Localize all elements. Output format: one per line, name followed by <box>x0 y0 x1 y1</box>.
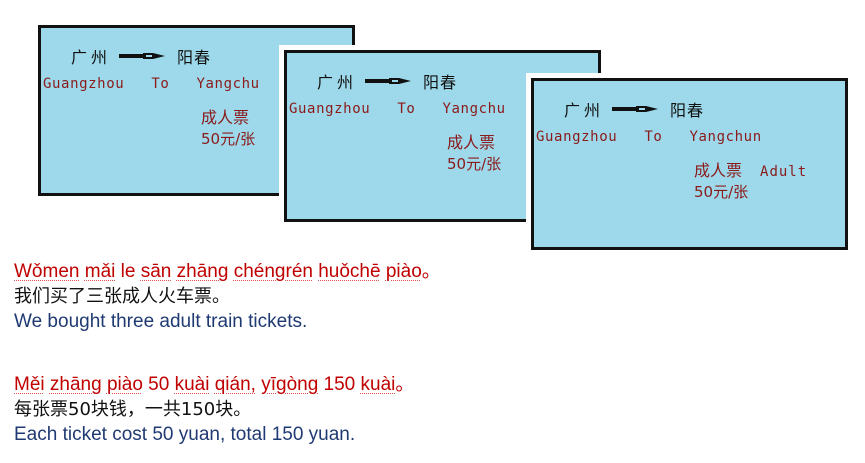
arrow-right-icon <box>365 78 412 84</box>
origin-cn: 广州 <box>317 73 358 92</box>
route-cn: 广州 阳春 <box>317 69 457 93</box>
origin-cn: 广州 <box>71 48 112 67</box>
destination-cn: 阳春 <box>423 73 458 92</box>
route-en: Guangzhou To Yangchun <box>536 129 762 145</box>
sentence-1: Wǒmen mǎi le sān zhāng chéngrén huǒchē p… <box>14 259 441 334</box>
pinyin-word: piào <box>385 261 422 282</box>
pinyin-period: 。 <box>421 261 441 282</box>
pinyin-line: Měi zhāng piào 50 kuài qián, yīgòng 150 … <box>14 372 414 397</box>
pinyin-word: huǒchē <box>318 261 381 282</box>
origin-cn: 广州 <box>564 101 605 120</box>
destination-cn: 阳春 <box>177 48 212 67</box>
ticket-type-en: Adult <box>760 164 808 180</box>
ticket-price: 50元/张 <box>447 155 502 173</box>
ticket-type-cn: 成人票 <box>694 161 743 180</box>
ticket-type: 成人票 Adult <box>694 157 807 181</box>
hanzi-line: 每张票50块钱，一共150块。 <box>14 399 252 420</box>
pinyin-word: zhāng <box>49 374 102 395</box>
pinyin-word: 50 <box>148 374 170 395</box>
destination-cn: 阳春 <box>670 101 705 120</box>
ticket-card-3: 广州 阳春 Guangzhou To Yangchun 成人票 Adult 50元… <box>526 73 853 255</box>
ticket-type-cn: 成人票 <box>201 108 250 127</box>
pinyin-word: yīgòng <box>261 374 319 395</box>
ticket-type-cn: 成人票 <box>447 133 496 152</box>
english-line: We bought three adult train tickets. <box>14 311 308 332</box>
pinyin-word: kuài <box>360 374 396 395</box>
pinyin-word: piào <box>106 374 143 395</box>
pinyin-line: Wǒmen mǎi le sān zhāng chéngrén huǒchē p… <box>14 259 441 284</box>
sentence-2: Měi zhāng piào 50 kuài qián, yīgòng 150 … <box>14 372 414 447</box>
pinyin-period: 。 <box>395 374 415 395</box>
pinyin-word: Měi <box>14 374 45 395</box>
english-line: Each ticket cost 50 yuan, total 150 yuan… <box>14 424 356 445</box>
pinyin-word: qián, <box>214 374 256 395</box>
route-cn: 广州 阳春 <box>71 44 211 68</box>
arrow-right-icon <box>119 53 166 59</box>
pinyin-word: chéngrén <box>233 261 313 282</box>
pinyin-word: Wǒmen <box>14 261 80 282</box>
arrow-right-icon <box>612 106 659 112</box>
route-en: Guangzhou To Yangchu <box>289 101 506 117</box>
hanzi-line: 我们买了三张成人火车票。 <box>14 286 230 307</box>
route-en: Guangzhou To Yangchu <box>43 76 260 92</box>
pinyin-word: sān <box>140 261 172 282</box>
ticket-price: 50元/张 <box>694 183 749 201</box>
pinyin-word: zhāng <box>176 261 229 282</box>
pinyin-word: mǎi <box>84 261 116 282</box>
pinyin-word: kuài <box>174 374 210 395</box>
pinyin-word: 150 <box>323 374 356 395</box>
route-cn: 广州 阳春 <box>564 97 704 121</box>
ticket-price: 50元/张 <box>201 130 256 148</box>
ticket-type: 成人票 <box>447 129 513 153</box>
ticket-type: 成人票 <box>201 104 267 128</box>
pinyin-word: le <box>120 261 136 282</box>
